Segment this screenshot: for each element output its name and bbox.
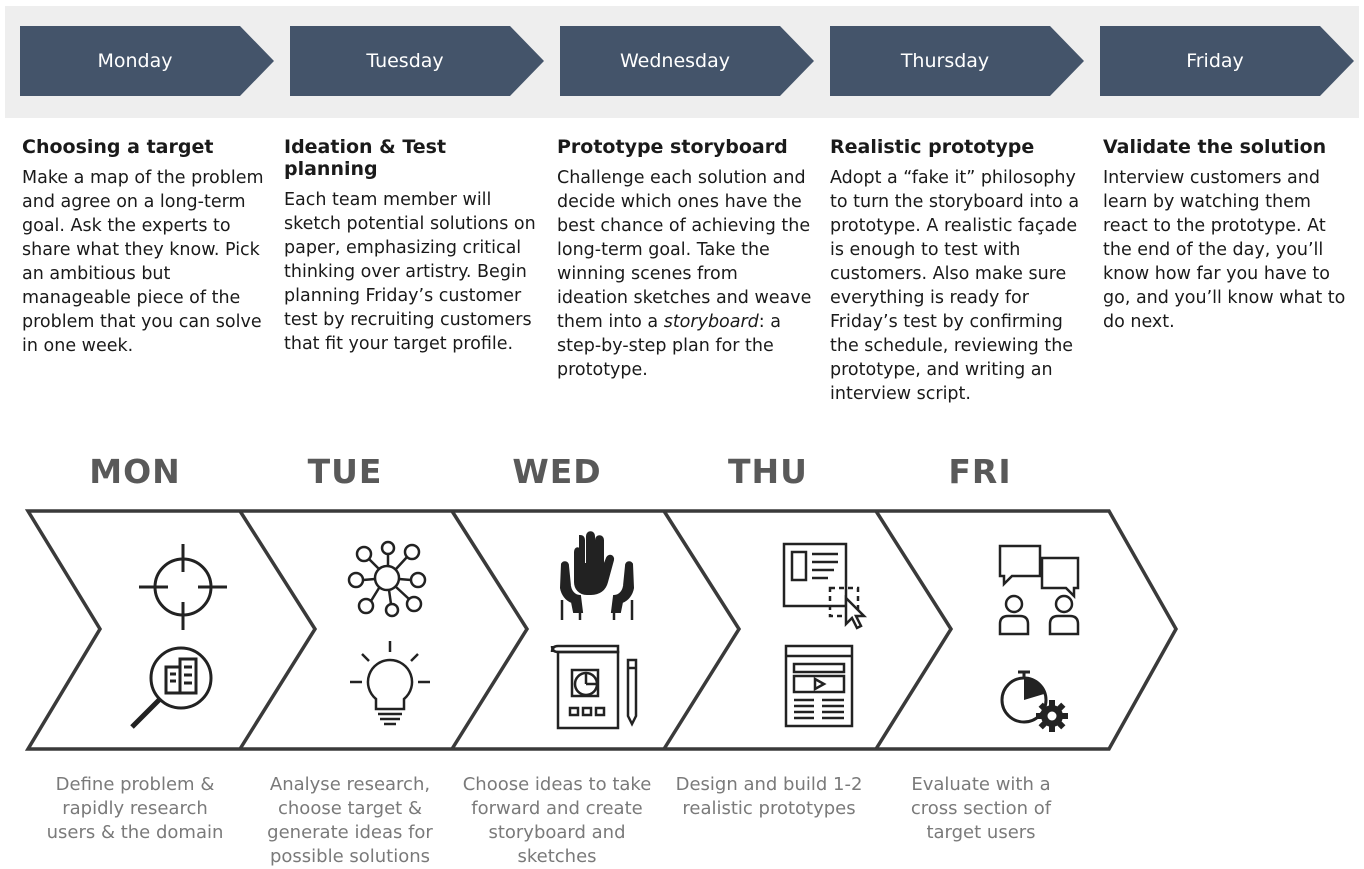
magnifier-buildings-icon bbox=[130, 646, 213, 729]
chevron-label: Monday bbox=[97, 50, 173, 72]
column-thursday: Realistic prototype Adopt a “fake it” ph… bbox=[830, 136, 1086, 406]
chevron-label: Friday bbox=[1186, 50, 1244, 72]
process-flow bbox=[24, 509, 1179, 751]
column-body: Each team member will sketch potential s… bbox=[284, 190, 536, 354]
flow-divider bbox=[874, 510, 954, 750]
chevron-label: Thursday bbox=[900, 50, 990, 72]
wireframe-cursor-icon bbox=[782, 542, 868, 630]
caption-mon: Define problem & rapidly research users … bbox=[46, 774, 224, 843]
flow-divider bbox=[238, 510, 318, 750]
chevron-label: Wednesday bbox=[619, 50, 730, 72]
body-text: Challenge each solution and decide which… bbox=[557, 168, 812, 332]
column-friday: Validate the solution Interview customer… bbox=[1103, 136, 1359, 334]
column-title: Validate the solution bbox=[1103, 136, 1327, 158]
abbr-fri: FRI bbox=[948, 452, 1012, 491]
abbr-mon: MON bbox=[89, 452, 181, 491]
abbr-wed: WED bbox=[512, 452, 602, 491]
body-emphasis: storyboard bbox=[663, 312, 759, 332]
caption-tue: Analyse research, choose target & genera… bbox=[267, 774, 433, 867]
flow-outline bbox=[24, 509, 1179, 751]
body-text: : a step-by-step plan for the prototype. bbox=[557, 312, 781, 380]
column-title: Prototype storyboard bbox=[557, 136, 788, 158]
column-monday: Choosing a target Make a map of the prob… bbox=[22, 136, 266, 358]
chevron-label: Tuesday bbox=[366, 50, 444, 72]
column-body: Make a map of the problem and agree on a… bbox=[22, 168, 264, 356]
column-title: Ideation & Test planning bbox=[284, 136, 447, 180]
column-wednesday: Prototype storyboard Challenge each solu… bbox=[557, 136, 813, 382]
column-body: Interview customers and learn by watchin… bbox=[1103, 168, 1346, 332]
column-body: Adopt a “fake it” philosophy to turn the… bbox=[830, 168, 1080, 404]
webpage-layout-icon bbox=[784, 644, 854, 728]
column-title: Realistic prototype bbox=[830, 136, 1035, 158]
raised-hands-icon bbox=[559, 531, 635, 620]
crosshair-icon bbox=[139, 544, 227, 630]
column-body: Challenge each solution and decide which… bbox=[557, 166, 813, 382]
abbr-tue: TUE bbox=[307, 452, 383, 491]
chat-users-icon bbox=[998, 544, 1080, 636]
column-tuesday: Ideation & Test planning Each team membe… bbox=[284, 136, 546, 356]
column-title: Choosing a target bbox=[22, 136, 214, 158]
stopwatch-gear-icon bbox=[1000, 670, 1068, 732]
storyboard-sketch-icon bbox=[550, 644, 638, 730]
caption-thu: Design and build 1-2 realistic prototype… bbox=[675, 774, 863, 819]
caption-wed: Choose ideas to take forward and create … bbox=[462, 774, 652, 867]
flow-divider bbox=[450, 510, 530, 750]
lightbulb-icon bbox=[350, 641, 430, 726]
network-nodes-icon bbox=[347, 540, 427, 618]
abbr-thu: THU bbox=[728, 452, 808, 491]
caption-fri: Evaluate with a cross section of target … bbox=[910, 774, 1052, 843]
flow-divider bbox=[662, 510, 742, 750]
